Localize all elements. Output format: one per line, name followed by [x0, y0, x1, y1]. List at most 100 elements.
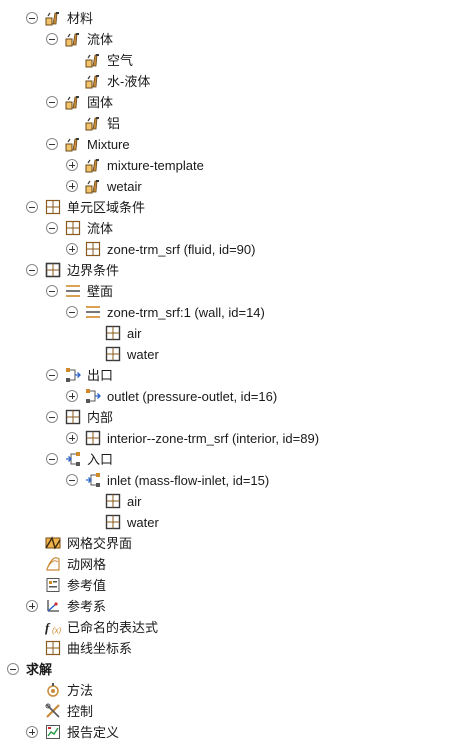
- reference-frame-icon: [45, 598, 61, 614]
- wall-icon: [65, 283, 81, 299]
- tree-node-label: 已命名的表达式: [67, 620, 159, 635]
- tree-node-label: 铝: [107, 116, 121, 131]
- collapse-icon[interactable]: [66, 306, 78, 318]
- grid-icon: [45, 199, 61, 215]
- phase-grid-icon: [85, 430, 101, 446]
- svg-text:f: f: [45, 620, 51, 635]
- tree-node-label: air: [127, 494, 142, 509]
- tree-node-report-definitions[interactable]: 报告定义: [0, 722, 472, 743]
- tree-node-wall-group[interactable]: 壁面: [0, 281, 472, 302]
- tree-node-label: zone-trm_srf:1 (wall, id=14): [107, 305, 265, 320]
- tree-node-interior-group[interactable]: 内部: [0, 407, 472, 428]
- expand-icon[interactable]: [26, 600, 38, 612]
- tree-node-cell-zone-conditions[interactable]: 单元区域条件: [0, 197, 472, 218]
- tree-node-dynamic-mesh[interactable]: 动网格: [0, 554, 472, 575]
- tree-node-label: 水-液体: [107, 74, 151, 89]
- tree-node-water-liquid[interactable]: 水-液体: [0, 71, 472, 92]
- tree-node-boundary-conditions[interactable]: 边界条件: [0, 260, 472, 281]
- tree-node-inlet[interactable]: inlet (mass-flow-inlet, id=15): [0, 470, 472, 491]
- phase-grid-icon: [105, 514, 121, 530]
- tree-node-solid-materials[interactable]: 固体: [0, 92, 472, 113]
- tree-node-label: 壁面: [87, 284, 114, 299]
- tree-node-wetair[interactable]: wetair: [0, 176, 472, 197]
- tree-node-reference-frames[interactable]: 参考系: [0, 596, 472, 617]
- tree-node-methods[interactable]: 方法: [0, 680, 472, 701]
- tree-node-mesh-interfaces[interactable]: 网格交界面: [0, 533, 472, 554]
- tree-node-wall-zone[interactable]: zone-trm_srf:1 (wall, id=14): [0, 302, 472, 323]
- tree-node-materials[interactable]: 材料: [0, 8, 472, 29]
- tree-node-label: 入口: [87, 452, 114, 467]
- collapse-icon[interactable]: [46, 138, 58, 150]
- collapse-icon[interactable]: [46, 369, 58, 381]
- tree-node-mixture[interactable]: Mixture: [0, 134, 472, 155]
- tree-node-label: 参考系: [67, 599, 107, 614]
- expand-icon[interactable]: [26, 726, 38, 738]
- tree-node-label: 边界条件: [67, 263, 120, 278]
- expand-icon[interactable]: [66, 432, 78, 444]
- tree-node-label: Mixture: [87, 137, 130, 152]
- tree-node-inlet-group[interactable]: 入口: [0, 449, 472, 470]
- tree-node-mixture-template[interactable]: mixture-template: [0, 155, 472, 176]
- tree-node-label: interior--zone-trm_srf (interior, id=89): [107, 431, 320, 446]
- material-icon: [65, 136, 81, 152]
- tree-node-aluminum[interactable]: 铝: [0, 113, 472, 134]
- material-icon: [85, 52, 101, 68]
- wall-icon: [85, 304, 101, 320]
- tree-node-solution[interactable]: 求解: [0, 659, 472, 680]
- collapse-icon[interactable]: [7, 663, 19, 675]
- expand-icon[interactable]: [66, 180, 78, 192]
- collapse-icon[interactable]: [66, 474, 78, 486]
- expand-icon[interactable]: [66, 159, 78, 171]
- tree-node-label: air: [127, 326, 142, 341]
- tree-node-label: 流体: [87, 221, 114, 236]
- tree-node-interior[interactable]: interior--zone-trm_srf (interior, id=89): [0, 428, 472, 449]
- material-icon: [65, 31, 81, 47]
- fx-icon: f(x): [45, 619, 62, 635]
- tree-node-label: outlet (pressure-outlet, id=16): [107, 389, 278, 404]
- tree-node-named-expressions[interactable]: f(x) 已命名的表达式: [0, 617, 472, 638]
- mesh-interface-icon: [45, 535, 61, 551]
- tree-node-controls[interactable]: 控制: [0, 701, 472, 722]
- tree-node-label: 方法: [67, 683, 94, 698]
- tree-node-cell-zone-fluid[interactable]: 流体: [0, 218, 472, 239]
- tree-node-air-material[interactable]: 空气: [0, 50, 472, 71]
- material-icon: [45, 10, 61, 26]
- tree-node-label: 网格交界面: [67, 536, 133, 551]
- tree-node-label: 空气: [107, 53, 134, 68]
- phase-grid-icon: [105, 493, 121, 509]
- tree-node-inlet-water[interactable]: water: [0, 512, 472, 533]
- tree-node-curvilinear-coords[interactable]: 曲线坐标系: [0, 638, 472, 659]
- tree-node-reference-values[interactable]: 参考值: [0, 575, 472, 596]
- tree-node-label: mixture-template: [107, 158, 204, 173]
- material-icon: [65, 94, 81, 110]
- svg-text:(x): (x): [52, 626, 61, 635]
- phase-grid-icon: [105, 325, 121, 341]
- collapse-icon[interactable]: [46, 285, 58, 297]
- collapse-icon[interactable]: [46, 453, 58, 465]
- expand-icon[interactable]: [66, 390, 78, 402]
- tree-node-label: 单元区域条件: [67, 200, 146, 215]
- tree-node-label: 报告定义: [67, 725, 120, 740]
- tree-node-label: zone-trm_srf (fluid, id=90): [107, 242, 256, 257]
- tree-node-zone-trm-srf[interactable]: zone-trm_srf (fluid, id=90): [0, 239, 472, 260]
- tree-node-label: 流体: [87, 32, 114, 47]
- phase-grid-icon: [65, 409, 81, 425]
- tree-node-fluid-materials[interactable]: 流体: [0, 29, 472, 50]
- tree-node-wall-air[interactable]: air: [0, 323, 472, 344]
- reference-values-icon: [45, 577, 61, 593]
- collapse-icon[interactable]: [26, 12, 38, 24]
- collapse-icon[interactable]: [46, 222, 58, 234]
- tree-node-label: 求解: [26, 662, 53, 677]
- collapse-icon[interactable]: [46, 96, 58, 108]
- collapse-icon[interactable]: [46, 33, 58, 45]
- controls-icon: [45, 703, 61, 719]
- collapse-icon[interactable]: [26, 201, 38, 213]
- tree-node-outlet-group[interactable]: 出口: [0, 365, 472, 386]
- tree-node-outlet[interactable]: outlet (pressure-outlet, id=16): [0, 386, 472, 407]
- tree-node-inlet-air[interactable]: air: [0, 491, 472, 512]
- collapse-icon[interactable]: [26, 264, 38, 276]
- tree-node-wall-water[interactable]: water: [0, 344, 472, 365]
- expand-icon[interactable]: [66, 243, 78, 255]
- collapse-icon[interactable]: [46, 411, 58, 423]
- report-definitions-icon: [45, 724, 61, 740]
